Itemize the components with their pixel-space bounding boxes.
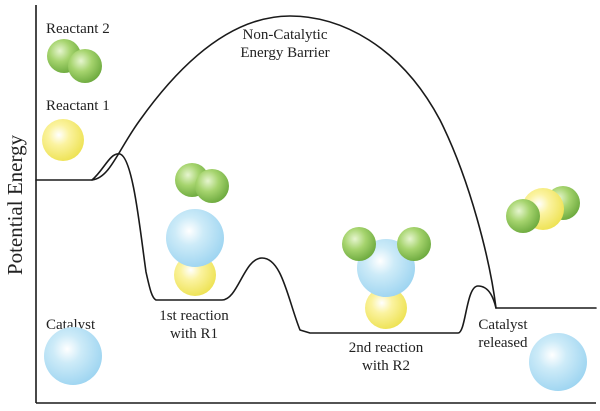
blue-sphere xyxy=(166,209,224,267)
barrier-label-line2: Energy Barrier xyxy=(240,45,329,61)
reactant-2-label: Reactant 2 xyxy=(46,21,110,37)
reactant-1-label: Reactant 1 xyxy=(46,98,110,114)
green-sphere xyxy=(195,169,229,203)
step2-label-line1: 2nd reaction xyxy=(349,340,424,356)
step1-label-line2: with R1 xyxy=(170,326,218,342)
green-sphere xyxy=(342,227,376,261)
green-sphere xyxy=(68,49,102,83)
catalyst-sphere xyxy=(44,327,102,385)
released-catalyst-sphere xyxy=(529,333,587,391)
step2-molecules xyxy=(342,227,431,329)
step1-molecules xyxy=(166,163,229,296)
reactant-2-molecule xyxy=(47,39,102,83)
step1-label-line1: 1st reaction xyxy=(159,308,229,324)
green-sphere xyxy=(397,227,431,261)
catalytic-curve xyxy=(91,153,497,334)
green-sphere xyxy=(506,199,540,233)
reactant-1-sphere xyxy=(42,119,84,161)
step2-label-line2: with R2 xyxy=(362,358,410,374)
yellow-sphere xyxy=(365,287,407,329)
released-label-line1: Catalyst xyxy=(478,317,528,333)
non-catalytic-curve xyxy=(35,15,597,309)
y-axis-label: Potential Energy xyxy=(3,134,27,275)
barrier-label-line1: Non-Catalytic xyxy=(243,27,328,43)
product-molecule xyxy=(506,186,580,233)
released-label-line2: released xyxy=(478,335,528,351)
